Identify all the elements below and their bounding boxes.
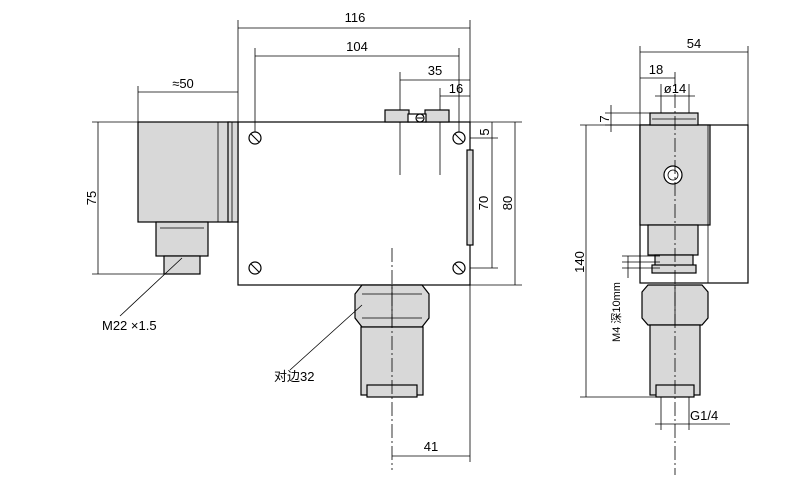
dim-104: 104	[346, 39, 368, 54]
dim-d14: ø14	[664, 81, 686, 96]
dim-70: 70	[476, 196, 491, 210]
screw-bottom-left	[248, 261, 262, 275]
screw-top-left	[248, 131, 262, 145]
dim-116: 116	[345, 10, 366, 25]
side-view: 54 18 ø14 7 140 M4 深10mm G1/4	[572, 36, 749, 475]
dim-140: 140	[572, 251, 587, 273]
side-gland	[647, 224, 699, 256]
dim-80: 80	[500, 196, 515, 210]
side-screw	[663, 165, 683, 185]
top-adjust-knob	[384, 109, 450, 123]
connector-housing	[137, 121, 231, 223]
callout-hex: 对边32	[274, 369, 314, 384]
cable-gland-nut	[163, 255, 201, 275]
connector-flange	[227, 121, 239, 223]
dim-35: 35	[428, 63, 442, 78]
screw-bottom-right	[452, 261, 466, 275]
dim-m4: M4 深10mm	[610, 282, 623, 342]
dim-50: ≈50	[172, 76, 194, 91]
main-enclosure	[237, 121, 471, 286]
dim-16: 16	[449, 81, 463, 96]
dim-54: 54	[687, 36, 701, 51]
callout-m22: M22 ×1.5	[102, 318, 157, 333]
leader-m22	[119, 257, 183, 317]
dim-g14: G1/4	[690, 408, 718, 423]
cover-rim	[466, 149, 474, 246]
side-gland-base	[651, 264, 697, 274]
dim-5: 5	[477, 128, 492, 135]
dim-75: 75	[84, 191, 99, 205]
cable-gland	[155, 221, 209, 257]
dim-7: 7	[597, 115, 612, 122]
screw-top-right	[452, 131, 466, 145]
leader-hex	[289, 304, 363, 371]
dim-41: 41	[424, 439, 438, 454]
dim-18: 18	[649, 62, 663, 77]
front-view: 116 104 35 16 5 70 80 ≈50	[84, 10, 522, 470]
